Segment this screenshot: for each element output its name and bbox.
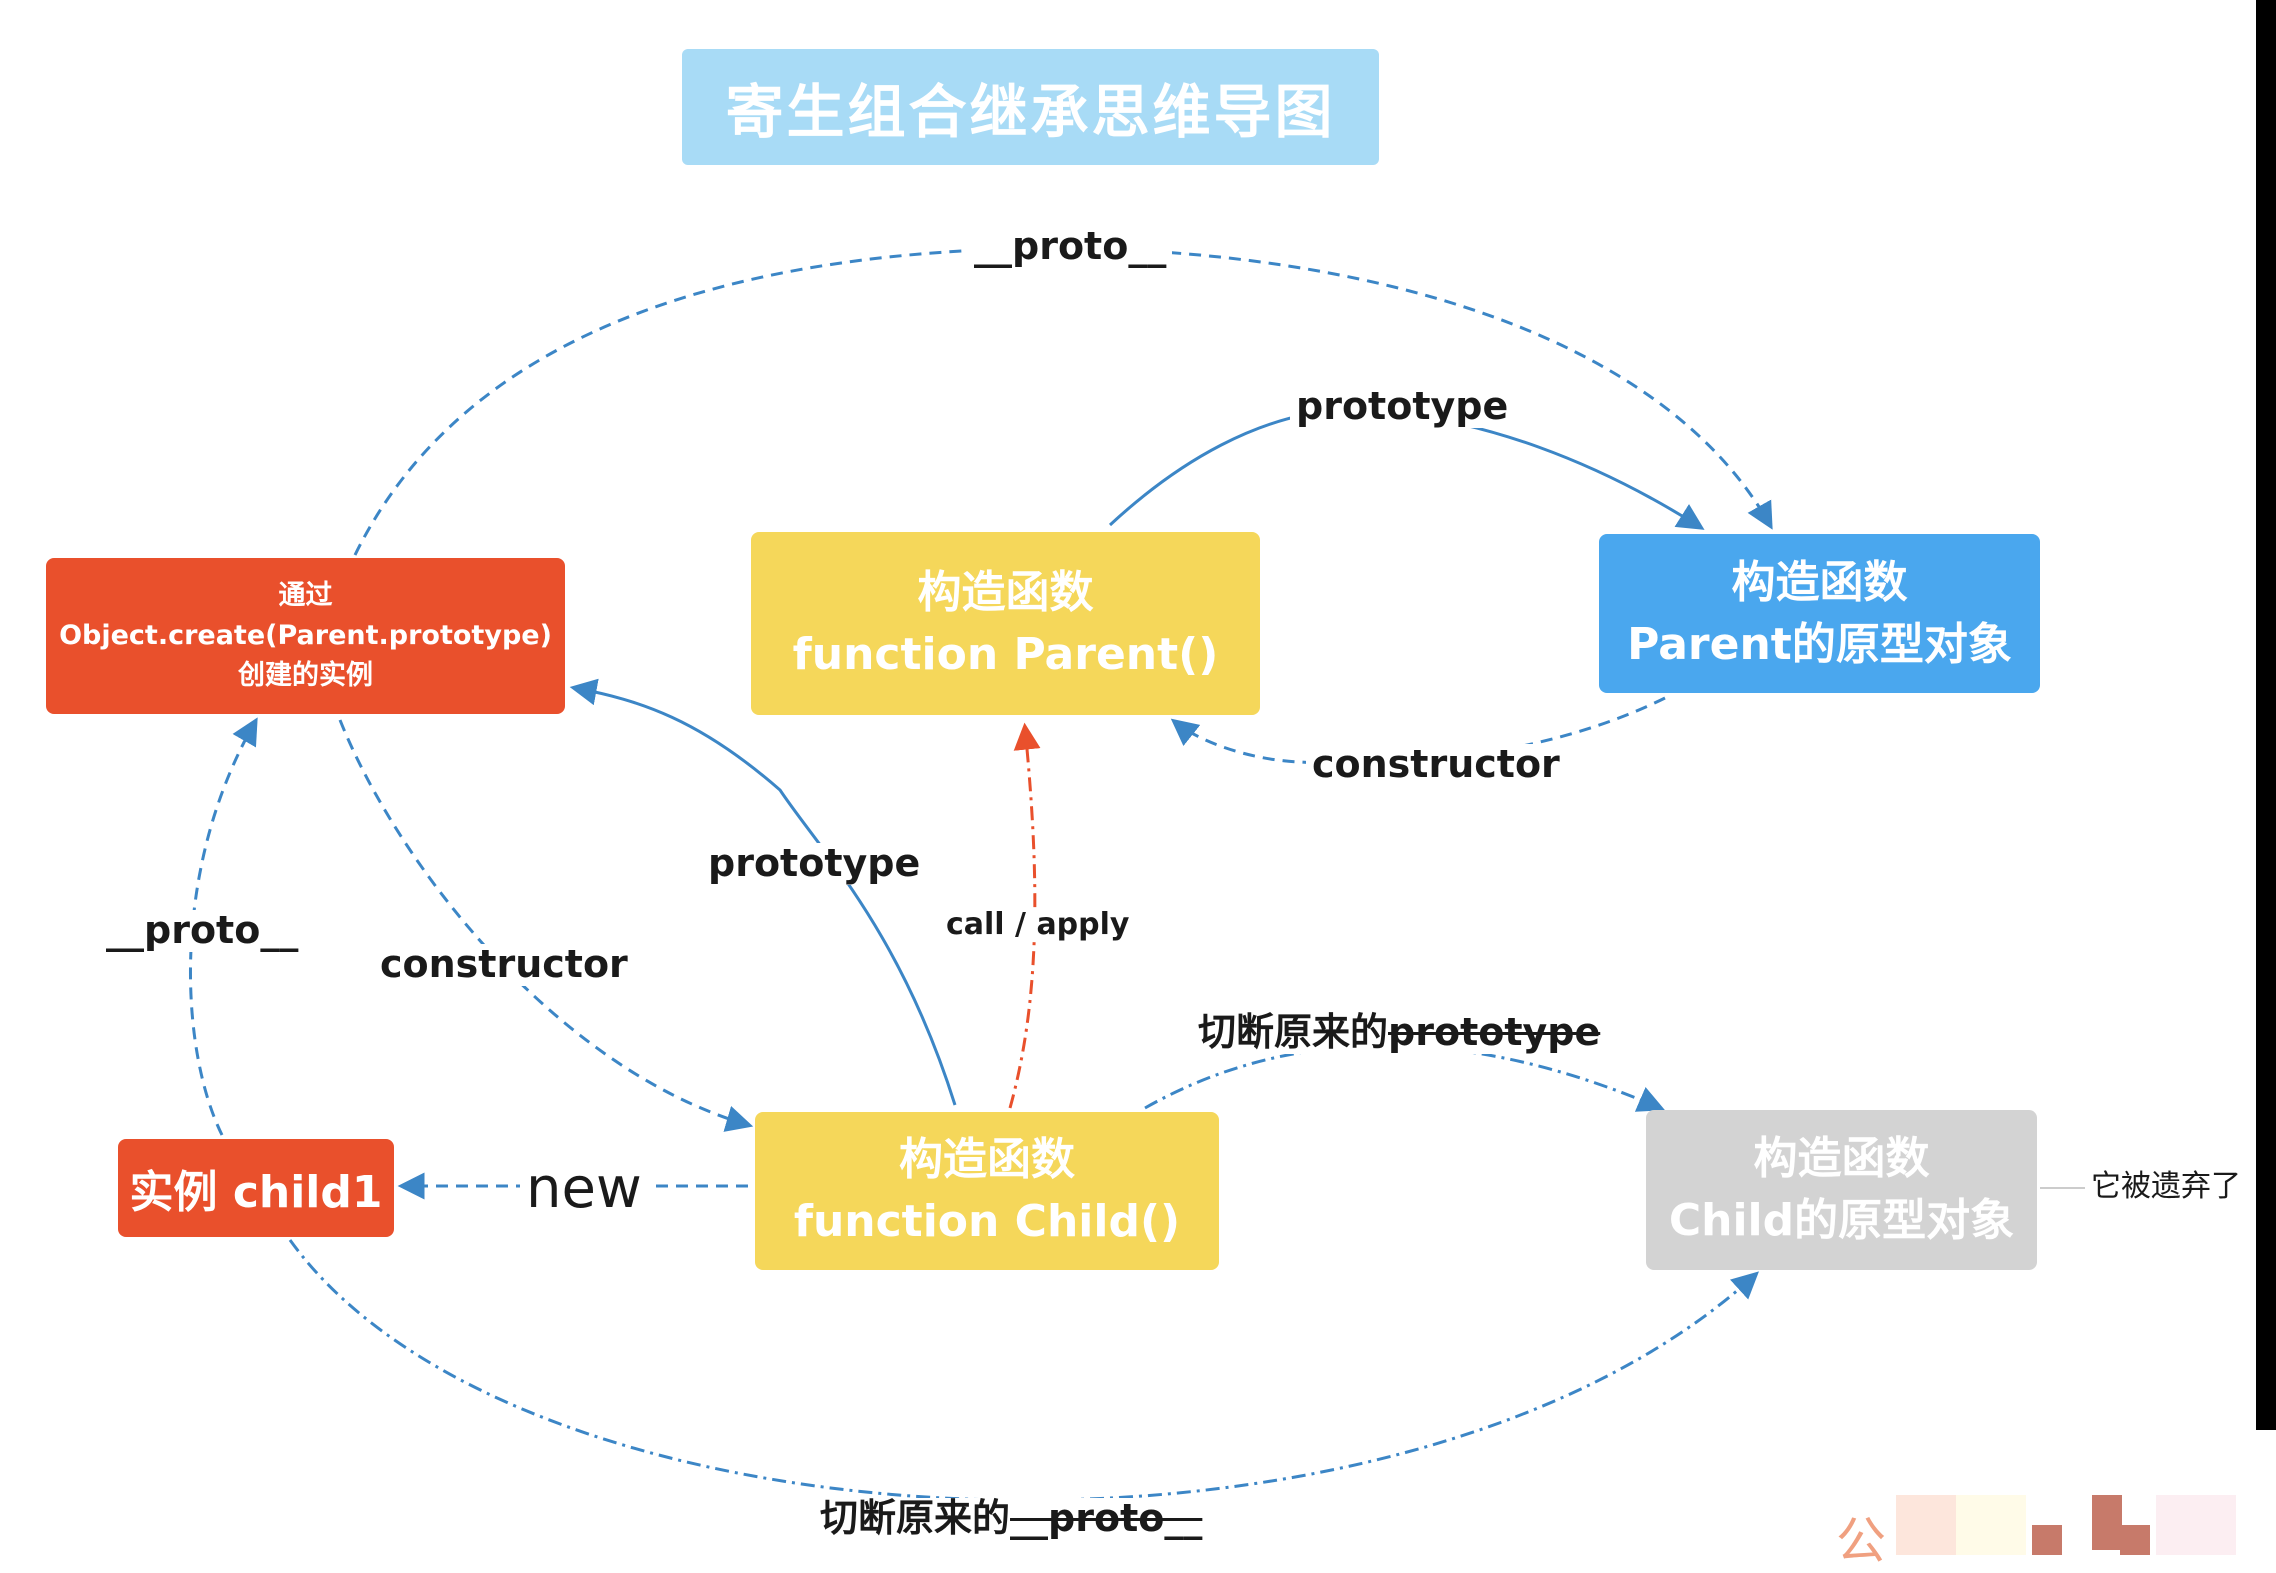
node-text: 实例 child1 <box>129 1167 383 1218</box>
edge-constructor-left <box>338 719 754 1132</box>
node-text: 构造函数 <box>899 1134 1075 1185</box>
label-new: new <box>520 1158 648 1220</box>
edge-cut-proto <box>288 1239 1759 1502</box>
node-text: 构造函数 <box>1753 1133 1930 1184</box>
label-call-apply: call / apply <box>940 908 1136 941</box>
watermark-block <box>1896 1495 1956 1555</box>
node-text: function Parent() <box>792 628 1219 680</box>
node-text: Object.create(Parent.prototype) <box>59 620 552 651</box>
node-text: 创建的实例 <box>238 660 373 691</box>
edge-proto-left <box>188 717 258 1136</box>
watermark-block <box>2032 1525 2062 1555</box>
label-cut-proto: 切断原来的__proto__ <box>814 1496 1209 1540</box>
label-proto-left: __proto__ <box>100 909 305 952</box>
node-child-prototype: 构造函数 Child的原型对象 <box>1646 1110 2037 1270</box>
label-cut-prototype-prefix: 切断原来的 <box>1198 1010 1389 1054</box>
node-parent-constructor: 构造函数 function Parent() <box>751 532 1260 715</box>
label-cut-prototype-suffix: prototype <box>1388 1010 1601 1054</box>
node-text: 构造函数 <box>917 566 1094 618</box>
label-cut-prototype: 切断原来的prototype <box>1192 1010 1607 1054</box>
watermark-block <box>2092 1495 2122 1550</box>
node-parent-prototype: 构造函数 Parent的原型对象 <box>1599 534 2040 693</box>
label-prototype-parent: prototype <box>1290 385 1515 428</box>
node-text: function Child() <box>793 1196 1181 1247</box>
watermark: 公 <box>1836 1495 2276 1570</box>
label-proto-top: __proto__ <box>968 225 1173 268</box>
watermark-text: 公 <box>1836 1512 1886 1570</box>
diagram-title-text: 寄生组合继承思维导图 <box>725 78 1336 146</box>
node-child-constructor: 构造函数 function Child() <box>755 1112 1219 1270</box>
edge-cut-prototype <box>1144 1044 1665 1112</box>
node-text: Child的原型对象 <box>1668 1195 2015 1246</box>
watermark-block <box>2156 1495 2236 1555</box>
label-abandoned: 它被遗弃了 <box>2085 1170 2247 1203</box>
node-text: Parent的原型对象 <box>1627 618 2012 670</box>
label-prototype-child: prototype <box>702 842 927 885</box>
node-text: 构造函数 <box>1731 556 1908 608</box>
label-constructor-parent: constructor <box>1306 743 1566 786</box>
diagram-title: 寄生组合继承思维导图 <box>682 49 1379 165</box>
label-constructor-left: constructor <box>374 943 634 986</box>
edge-prototype-child <box>569 678 957 1106</box>
edge-constructor-parent <box>1170 696 1666 766</box>
edge-proto-top <box>353 246 1773 556</box>
node-text: 通过 <box>278 580 333 611</box>
watermark-block <box>2120 1525 2150 1555</box>
label-cut-proto-suffix: __proto__ <box>1010 1496 1203 1540</box>
node-object-create-instance: 通过 Object.create(Parent.prototype) 创建的实例 <box>46 558 565 714</box>
label-cut-proto-prefix: 切断原来的 <box>820 1496 1011 1540</box>
watermark-block <box>1956 1495 2026 1555</box>
node-child-instance: 实例 child1 <box>118 1139 394 1237</box>
right-edge-bar <box>2256 0 2276 1430</box>
